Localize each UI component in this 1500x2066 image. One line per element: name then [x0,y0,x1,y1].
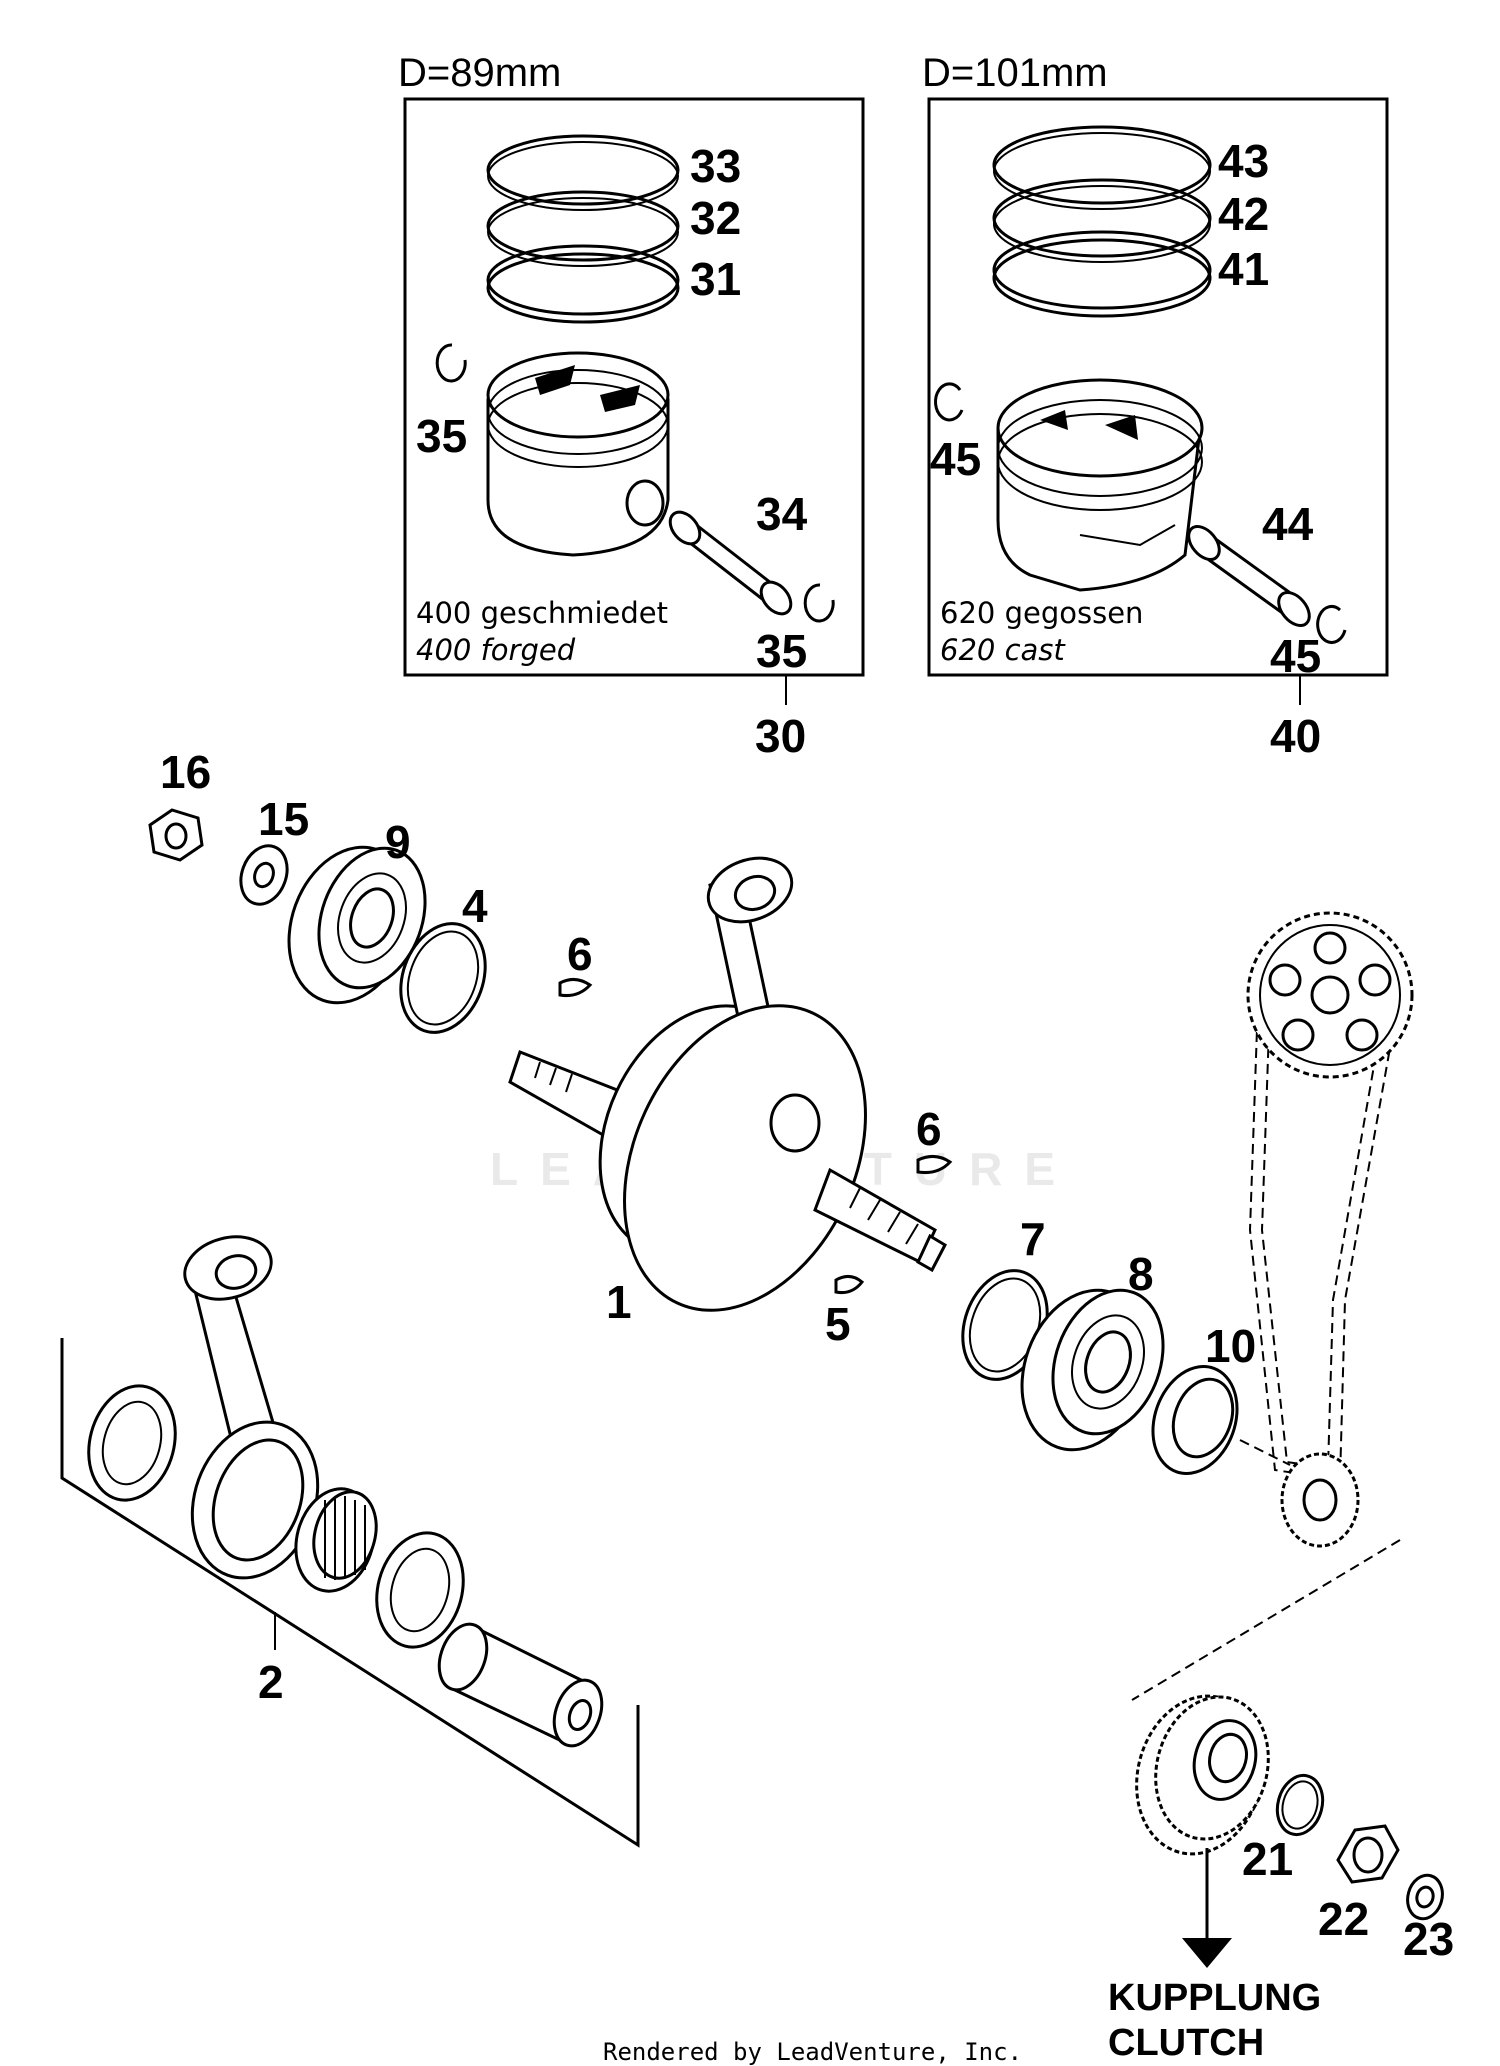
piston-pin-89mm [668,510,793,616]
bearing-left [287,845,427,1005]
seal-ring [1151,1365,1239,1475]
piston-ring-set-89mm [486,134,680,324]
piston-ring-set-101mm [992,125,1212,318]
label-44: 44 [1262,498,1314,550]
woodruff-key-left [558,978,593,997]
camshaft-sprocket [1246,911,1414,1079]
label-22: 22 [1318,1893,1369,1945]
label-45-lower: 45 [1270,630,1321,682]
label-35-upper: 35 [416,410,467,462]
crankshaft [508,856,947,1312]
label-16: 16 [160,746,211,798]
conrod-kit-connecting-rod [183,1235,320,1580]
piston-101mm [996,378,1204,592]
piston-kit-box-101mm: D=101mm 43 42 41 45 [922,51,1389,762]
conrod-kit-washer-right [375,1531,465,1649]
caption-400-forged: 400 forged [416,633,576,667]
box-frame-101mm [927,97,1389,677]
label-21: 21 [1242,1833,1293,1885]
woodruff-key-right [916,1155,953,1174]
primary-drive-gear [1135,1694,1270,1856]
washer-left [239,844,289,906]
label-45-upper: 45 [930,433,981,485]
caption-620-gegossen: 620 gegossen [940,596,1143,630]
label-1: 1 [606,1276,632,1328]
label-31: 31 [690,253,741,305]
box-header-89mm: D=89mm [398,51,561,95]
piston-clip-lower-89mm [803,583,835,623]
label-kupplung: KUPPLUNG [1108,1977,1321,2019]
footer-credit: Rendered by LeadVenture, Inc. [603,2038,1022,2066]
label-23: 23 [1403,1913,1454,1965]
label-15: 15 [258,793,309,845]
piston-clip-upper-101mm [934,382,964,422]
caption-620-cast: 620 cast [940,633,1066,667]
circlip [1275,1773,1325,1837]
piston-clip-lower-101mm [1316,605,1347,644]
label-32: 32 [690,192,741,244]
label-9: 9 [385,816,411,868]
box-header-101mm: D=101mm [922,51,1108,95]
label-43: 43 [1218,135,1269,187]
label-5: 5 [825,1298,851,1350]
conrod-kit-washer-left [87,1384,177,1502]
label-33: 33 [690,140,741,192]
label-40: 40 [1270,710,1321,762]
leader-sprocket-to-gear [1131,1539,1401,1701]
conrod-kit-needle-bearing [294,1487,378,1593]
nut-left [148,808,204,862]
leader-seal-to-sprocket [1239,1439,1291,1466]
piston-kit-box-89mm: D=89mm 33 [398,51,865,762]
label-6-right: 6 [916,1103,942,1155]
label-2: 2 [258,1656,284,1708]
label-41: 41 [1218,243,1269,295]
label-34: 34 [756,488,808,540]
label-10: 10 [1205,1320,1256,1372]
washer-right [1406,1873,1444,1921]
caption-400-geschmiedet: 400 geschmiedet [416,596,668,630]
label-8: 8 [1128,1248,1154,1300]
shim-left [399,922,487,1034]
piston-clip-upper-89mm [435,343,467,383]
conrod-kit-crank-pin [437,1622,604,1748]
box-frame-89mm [403,97,865,677]
label-42: 42 [1218,188,1269,240]
piston-89mm [486,351,670,557]
crank-sprocket [1280,1452,1360,1548]
label-clutch: CLUTCH [1108,2022,1264,2064]
piston-pin-101mm [1187,525,1311,627]
woodruff-key-lower [834,1275,865,1294]
label-6-left: 6 [567,928,593,980]
label-7: 7 [1020,1213,1046,1265]
label-35-lower: 35 [756,625,807,677]
bearing-right [1020,1288,1165,1452]
conrod-kit-bracket [60,1338,640,1848]
label-4: 4 [462,880,488,932]
label-30: 30 [755,710,806,762]
nut-right [1336,1824,1400,1884]
clutch-arrow [1182,1848,1232,1968]
